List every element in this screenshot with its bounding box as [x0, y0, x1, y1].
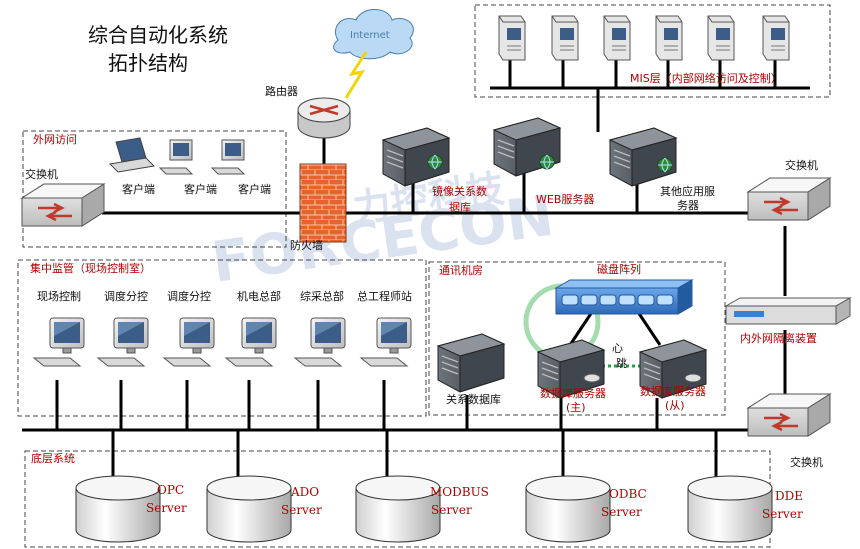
app-server-icon: [609, 127, 677, 187]
ado-server-name: ADO: [290, 485, 319, 499]
right-switch-bottom-label: 交换机: [790, 455, 823, 469]
opc-server-name: OPC: [157, 483, 184, 497]
monitor-title: 集中监管（现场控制室）: [30, 261, 151, 275]
station-label: 综采总部: [300, 289, 344, 303]
mis-pc-group: [498, 15, 790, 61]
odbc-server-icon: [525, 475, 611, 543]
workstation-icon: [33, 317, 85, 367]
dde-server-name: DDE: [775, 489, 803, 503]
mis-pc-icon: [655, 15, 683, 61]
app-server-label-2: 务器: [677, 199, 699, 212]
monitor-frame: [17, 259, 427, 417]
client-label: 客户端: [122, 182, 155, 196]
mis-pc-icon: [603, 15, 631, 61]
external-switch-label: 交换机: [25, 167, 58, 181]
client-label: 客户端: [238, 182, 271, 196]
modbus-server-sub: Server: [431, 503, 472, 517]
station-label: 机电总部: [237, 289, 281, 303]
network-lines: [22, 60, 810, 485]
mirror-db-label-1: 镜像关系数: [432, 184, 487, 198]
router-label: 路由器: [265, 84, 298, 98]
workstation-icon: [294, 317, 346, 367]
ado-server-icon: [206, 475, 292, 543]
client-desktop-icon: [210, 139, 246, 175]
external-switch-icon: [20, 182, 106, 228]
dde-server-icon: [687, 475, 773, 543]
globe-icon: [657, 157, 673, 173]
internet-label: Internet: [350, 30, 390, 41]
diagram-title-line2: 拓扑结构: [108, 51, 188, 75]
opc-server-sub: Server: [146, 501, 187, 515]
mis-pc-icon: [498, 15, 526, 61]
isolation-device-label: 内外网隔离装置: [740, 331, 817, 345]
db-slave-label-1: 数据库服务器: [640, 384, 706, 398]
app-server-label-1: 其他应用服: [660, 184, 715, 198]
machine-room-frame: [428, 261, 726, 416]
relational-db-label: 关系数据库: [446, 392, 501, 406]
station-label: 现场控制: [37, 289, 81, 303]
mis-label: MIS层（内部网络访问及控制）: [630, 71, 782, 85]
odbc-server-name: ODBC: [609, 487, 647, 501]
firewall-icon: [299, 163, 347, 243]
router-icon: [297, 97, 351, 139]
client-laptop-icon: [108, 137, 156, 173]
machine-room-title: 通讯机房: [439, 263, 483, 277]
station-label: 调度分控: [104, 289, 148, 303]
mis-frame: [474, 4, 831, 98]
globe-icon: [427, 154, 443, 170]
bottom-title: 底层系统: [31, 451, 75, 465]
client-label: 客户端: [184, 182, 217, 196]
external-title: 外网访问: [33, 133, 77, 146]
right-switch-bottom-icon: [746, 392, 832, 438]
workstation-icon: [163, 317, 215, 367]
ado-server-sub: Server: [281, 503, 322, 517]
heartbeat-label-1: 心: [612, 342, 623, 355]
odbc-server-sub: Server: [601, 505, 642, 519]
firewall-label: 防火墙: [290, 238, 323, 252]
web-server-label: WEB服务器: [536, 193, 594, 206]
relational-db-server-icon: [437, 333, 505, 393]
workstation-icon: [360, 317, 412, 367]
mis-pc-icon: [551, 15, 579, 61]
mis-pc-icon: [707, 15, 735, 61]
station-label: 调度分控: [167, 289, 211, 303]
globe-icon: [539, 154, 555, 170]
right-switch-top-icon: [746, 176, 832, 222]
mirror-db-label-2: 据库: [449, 200, 471, 214]
station-label: 总工程师站: [357, 289, 412, 303]
workstation-icon: [225, 317, 277, 367]
workstation-icon: [97, 317, 149, 367]
diagram-title-line1: 综合自动化系统: [88, 23, 228, 47]
modbus-server-icon: [355, 475, 441, 543]
db-master-disk-icon: [583, 373, 601, 383]
db-slave-label-2: (从): [665, 399, 685, 412]
db-master-label-2: (主): [566, 401, 586, 414]
disk-array-label: 磁盘阵列: [597, 262, 641, 276]
modbus-server-name: MODBUS: [430, 485, 489, 499]
mis-pc-icon: [762, 15, 790, 61]
internet-cloud-icon: [333, 9, 414, 99]
dde-server-sub: Server: [762, 507, 803, 521]
client-desktop-icon: [158, 139, 194, 175]
heartbeat-label-2: 跳: [616, 356, 627, 370]
right-switch-top-label: 交换机: [785, 158, 818, 172]
db-master-label-1: 数据库服务器: [540, 386, 606, 400]
external-frame: [22, 130, 287, 248]
db-slave-disk-icon: [684, 373, 702, 383]
disk-array-icon: [554, 279, 694, 315]
isolation-device-icon: [724, 297, 852, 325]
